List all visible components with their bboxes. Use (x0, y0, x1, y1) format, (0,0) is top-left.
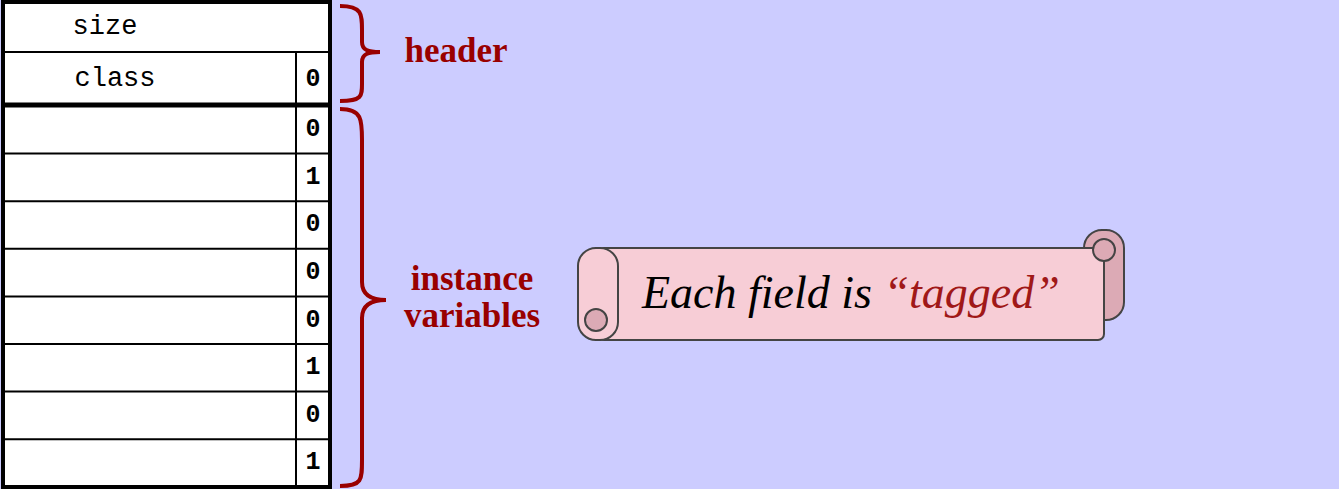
tag-bit: 1 (305, 448, 320, 477)
brace-label: instance variables (392, 261, 552, 335)
row-line (3, 248, 330, 250)
tag-bit: 0 (305, 65, 320, 94)
tag-bit: 0 (305, 401, 320, 430)
scroll-body (598, 248, 1104, 340)
header-divider (3, 103, 330, 108)
tag-bit-box: 1 (296, 344, 330, 392)
tag-bit: 0 (305, 210, 320, 239)
banner-text-row: Each field is“tagged” (572, 226, 1130, 350)
scroll-roll (578, 248, 618, 340)
instance-brace (340, 109, 386, 486)
tag-bit-box: 0 (296, 392, 330, 440)
row-line (3, 200, 330, 202)
row-line (3, 51, 330, 53)
banner-text: Each field is (642, 266, 872, 319)
brace-label-box: header (386, 28, 526, 74)
brace-label-box: instance variables (392, 248, 552, 348)
tag-bit: 0 (305, 258, 320, 287)
tag-bit-box: 0 (296, 54, 330, 104)
row-lines (3, 154, 330, 440)
field-name: class (74, 64, 155, 94)
header-brace (340, 6, 380, 101)
table-outline (3, 2, 330, 487)
tag-bit: 0 (305, 115, 320, 144)
tag-bit-box: 1 (296, 439, 330, 487)
tag-bit: 0 (305, 306, 320, 335)
row-line (3, 343, 330, 345)
tag-bit-box: 0 (296, 201, 330, 249)
scroll-banner: Each field is“tagged” (572, 226, 1130, 350)
field-name-box: class (10, 54, 220, 104)
tag-bit: 1 (305, 163, 320, 192)
row-line (3, 391, 330, 393)
field-name-box: size (10, 4, 200, 50)
tag-bit: 1 (305, 353, 320, 382)
tag-bit-box: 1 (296, 154, 330, 202)
row-line (3, 295, 330, 297)
tag-column-line (295, 52, 297, 487)
object-table (3, 2, 330, 487)
banner-emphasis: “tagged” (883, 266, 1059, 319)
field-name: size (73, 12, 138, 42)
tag-bit-box: 0 (296, 249, 330, 297)
scroll-curl (585, 309, 607, 331)
tag-bit-box: 0 (296, 296, 330, 344)
scroll-curl (1093, 239, 1115, 261)
tag-bit-box: 0 (296, 106, 330, 154)
row-line (3, 438, 330, 440)
brace-label: header (404, 33, 507, 70)
row-line (3, 153, 330, 155)
